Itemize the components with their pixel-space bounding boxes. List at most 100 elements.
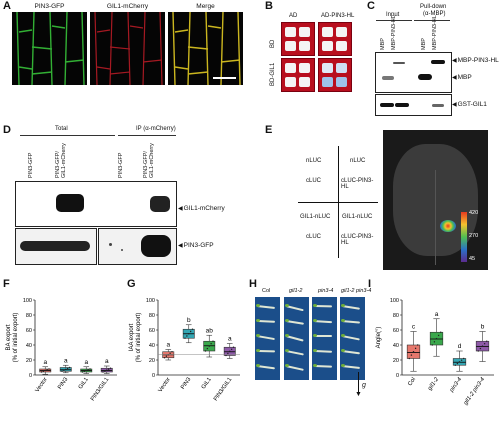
data-point (87, 369, 89, 371)
micrograph-pin3-gfp (12, 12, 87, 85)
luc-leaf-image: 420 270 45 (383, 130, 488, 270)
data-point (412, 351, 415, 353)
pulldown-group-sub: (α-MBP) (423, 11, 446, 17)
panel-label-a: A (3, 0, 11, 12)
gravity-label: g (362, 382, 366, 389)
data-point (85, 369, 87, 372)
data-point (40, 371, 43, 373)
cotyledon (285, 319, 289, 322)
cotyledon (341, 349, 345, 352)
data-point (106, 369, 108, 371)
y-axis-label: Angle(°) (376, 327, 382, 349)
yth-plate-bd-ad (281, 22, 315, 56)
data-point (44, 369, 46, 372)
data-point (68, 366, 71, 369)
data-point (188, 333, 190, 335)
data-point (186, 335, 188, 337)
yth-plate-bdgil1-ad (281, 58, 315, 92)
x-tick-label: PIN3 (180, 377, 192, 391)
micrograph-gil1-mcherry (90, 12, 165, 85)
band-label-mbp: MBP (452, 74, 472, 81)
geno-label-col: Col (262, 288, 271, 294)
band-label-gst-gil1: GST-GIL1 (452, 101, 487, 108)
data-point (109, 367, 112, 369)
cotyledon (313, 364, 317, 367)
panel-label-d: D (3, 124, 11, 136)
gravity-arrow (358, 372, 359, 394)
significance-letter: a (64, 357, 68, 364)
seedling (314, 335, 332, 337)
data-point (477, 350, 479, 352)
geno-label-gil1: gil1-2 (289, 288, 303, 294)
x-tick-label: GIL1 (201, 377, 213, 391)
data-point (204, 350, 207, 352)
band-label-pin3-gfp: PIN3-GFP (178, 242, 214, 249)
lane-label-c2: MBP-PIN3-HL (391, 15, 397, 50)
yth-row-bd-gil1: BD-GIL1 (270, 62, 276, 86)
lane-label-d2: PIN3-GFP/ GIL1-mCherry (55, 143, 67, 178)
data-point (408, 357, 410, 360)
luc-br-2: cLUC-PIN3-HL (341, 234, 374, 246)
y-tick-label: 80 (26, 313, 32, 319)
data-point (479, 347, 482, 350)
pulldown-group-title: Pull-down (420, 4, 447, 10)
panel-label-h: H (249, 278, 257, 290)
significance-letter: d (458, 343, 462, 350)
micro-title-merge: Merge (196, 3, 215, 10)
luc-bl-2: cLUC (306, 234, 322, 240)
data-point (48, 368, 50, 370)
y-tick-label: 0 (29, 373, 32, 379)
data-point (481, 345, 484, 347)
data-point (414, 347, 417, 350)
data-point (232, 346, 235, 348)
panel-label-e: E (265, 124, 273, 136)
data-point (230, 348, 233, 351)
yth-row-bd: BD (270, 39, 276, 48)
y-tick-label: 100 (390, 298, 399, 304)
blot-d-bottom-total (15, 228, 97, 265)
luc-scale-mid: 270 (469, 233, 479, 239)
cotyledon (285, 334, 289, 337)
luc-tl-2: cLUC (306, 178, 322, 184)
x-tick-label: PIN3 (57, 377, 69, 391)
cotyledon (256, 364, 260, 367)
cotyledon (313, 334, 317, 337)
panel-label-g: G (127, 278, 136, 290)
data-point (208, 345, 210, 347)
luc-colorbar (461, 212, 467, 262)
cotyledon (256, 304, 260, 307)
band-label-mbp-pin3-hl: MBP-PIN3-HL (452, 57, 499, 64)
yth-col-ad: AD (289, 13, 298, 19)
y-tick-label: 60 (26, 328, 32, 334)
luc-signal (440, 220, 456, 232)
data-point (61, 370, 63, 372)
y-axis-label: (% of initial export) (136, 313, 142, 363)
data-point (102, 371, 104, 373)
micro-title-gil1: GIL1-mCherry (106, 3, 149, 10)
cotyledon (285, 304, 289, 307)
luc-grid: nLUC nLUC cLUC cLUC-PIN3-HL GIL1-nLUC GI… (298, 138, 378, 268)
data-point (83, 370, 86, 372)
lane-label-d1: PIN3-GFP (28, 152, 34, 178)
significance-letter: ab (206, 327, 214, 334)
y-tick-label: 0 (152, 373, 155, 379)
blot-d-bottom-ip (98, 228, 177, 265)
x-tick-label: PIN3/GIL1 (90, 377, 110, 403)
y-tick-label: 80 (149, 313, 155, 319)
significance-letter: b (187, 317, 191, 324)
luc-tr-1: nLUC (350, 158, 366, 164)
data-point (483, 342, 486, 345)
data-point (184, 337, 186, 339)
y-axis-label: BA export (6, 324, 12, 350)
y-tick-label: 60 (393, 328, 399, 334)
x-tick-label: PIN3/GIL1 (213, 377, 233, 403)
data-point (104, 370, 106, 372)
data-point (437, 334, 440, 337)
significance-letter: a (228, 336, 232, 343)
cotyledon (313, 304, 317, 307)
luc-br-1: GIL1-nLUC (342, 214, 373, 220)
cotyledon (313, 349, 317, 352)
data-point (46, 369, 48, 371)
data-point (460, 359, 463, 361)
